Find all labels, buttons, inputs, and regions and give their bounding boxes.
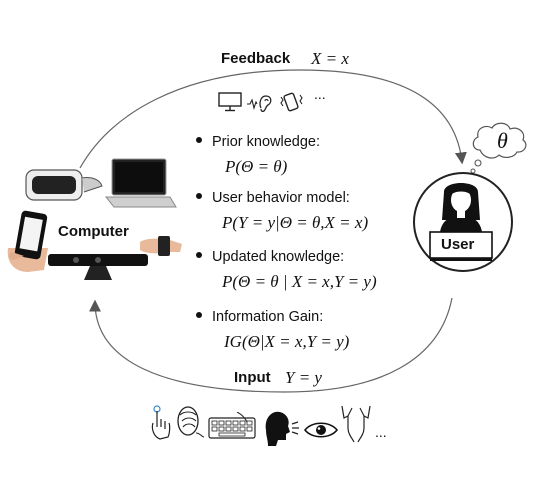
bullet-dot: [196, 252, 202, 259]
input-arrow: [89, 297, 453, 393]
mouse-hand-icon: [177, 406, 205, 438]
feedback-formula: X = x: [311, 49, 349, 68]
computer-label: Computer: [58, 223, 129, 240]
speech-icon: [265, 411, 299, 446]
feedback-more: ...: [314, 86, 326, 102]
step-information-gain: Information Gain:: [196, 309, 323, 325]
bullet-dot: [196, 193, 202, 200]
bullet-dot: [196, 137, 202, 144]
step-user-behavior-model: User behavior model:: [196, 190, 350, 206]
input-label: Input: [234, 369, 271, 386]
feedback-label: Feedback: [221, 50, 291, 67]
user-avatar-icon: [429, 183, 493, 261]
theta-symbol: θ: [497, 128, 508, 153]
input-formula: Y = y: [285, 368, 322, 387]
gesture-hands-icon: [341, 405, 371, 443]
step-prior-knowledge: Prior knowledge:: [196, 134, 320, 150]
smartwatch-icon: [140, 236, 182, 256]
step-title: User behavior model:: [212, 190, 350, 206]
keyboard-icon: [208, 412, 256, 439]
input-more: ...: [375, 424, 387, 440]
user-label: User: [441, 236, 475, 253]
vr-headset-icon: [25, 169, 103, 201]
vibration-icon: [280, 92, 303, 112]
feedback-arrow: [79, 69, 467, 169]
touch-hand-icon: [151, 405, 171, 440]
audio-ear-icon: [247, 95, 272, 113]
info-gain-formula: IG(Θ|X = x,Y = y): [224, 332, 350, 351]
smartphone-hand-icon: [7, 210, 48, 272]
monitor-icon: [218, 92, 242, 112]
step-title: Updated knowledge:: [212, 249, 345, 265]
laptop-icon: [104, 158, 177, 208]
updated-formula: P(Θ = θ | X = x,Y = y): [222, 272, 377, 291]
bullet-dot: [196, 312, 202, 319]
prior-formula: P(Θ = θ): [225, 157, 288, 176]
kinect-sensor-icon: [48, 254, 148, 280]
step-updated-knowledge: Updated knowledge:: [196, 249, 344, 265]
step-title: Information Gain:: [212, 309, 324, 325]
eye-icon: [304, 422, 338, 438]
behavior-formula: P(Y = y|Θ = θ,X = x): [222, 213, 369, 232]
step-title: Prior knowledge:: [212, 134, 320, 150]
